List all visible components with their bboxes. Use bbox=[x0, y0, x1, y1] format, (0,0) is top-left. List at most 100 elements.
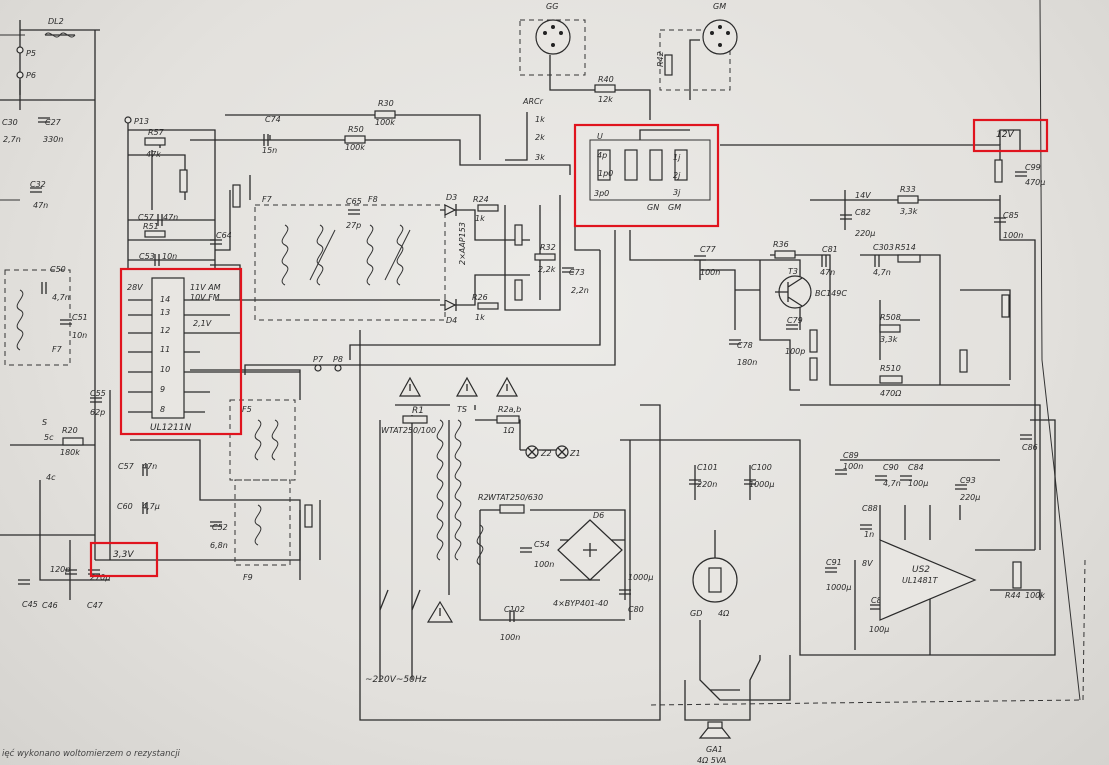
bridge-label: 4×BYP401-40 bbox=[553, 599, 608, 608]
c60-label: C60 bbox=[117, 502, 133, 511]
c81-label: C81 bbox=[822, 245, 838, 254]
connector-gg-label: GG bbox=[546, 2, 558, 11]
c45-label: C45 bbox=[22, 600, 38, 609]
c50-value: 4,7n bbox=[52, 293, 70, 302]
switch-4c-label: 4c bbox=[46, 473, 56, 482]
r42-label: R42 bbox=[656, 51, 665, 67]
r40-value: 12k bbox=[598, 95, 613, 104]
gm-pin-2: 2j bbox=[673, 171, 681, 180]
r2-value: WTAT250/630 bbox=[488, 493, 543, 502]
resistors: R40 12k R42 R30 100k R50 100k R57 47k R5… bbox=[60, 51, 1045, 600]
c73-label: C73 bbox=[569, 268, 585, 277]
highlight-ic-us1 bbox=[119, 267, 243, 436]
ic-note-am: 11V AM bbox=[190, 283, 221, 292]
arc-pin-1: 1k bbox=[535, 115, 545, 124]
c84-value: 100μ bbox=[908, 479, 928, 488]
power-supply: TS D6 4×BYP401-40 ~220V~50Hz Z2 Z1 bbox=[365, 405, 623, 685]
c51-label: C51 bbox=[72, 313, 88, 322]
voltage-33v-label: 3,3V bbox=[113, 550, 134, 560]
c54-value: 100n bbox=[534, 560, 554, 569]
highlight-33v bbox=[89, 541, 159, 578]
r57-label: R57 bbox=[148, 128, 165, 137]
c93-label: C93 bbox=[960, 476, 976, 485]
r30-value: 100k bbox=[375, 118, 395, 127]
c84-label: C84 bbox=[908, 463, 924, 472]
r1-label: R1 bbox=[412, 406, 424, 416]
ic-note-fm: 10V FM bbox=[190, 293, 220, 302]
jack-label-4p: 4p bbox=[597, 151, 607, 160]
ic-pin-12: 12 bbox=[160, 326, 170, 335]
p8-label: P8 bbox=[333, 355, 343, 364]
c79-value: 100p bbox=[785, 347, 805, 356]
r57-value: 47k bbox=[146, 150, 161, 159]
c46-label: C46 bbox=[42, 601, 58, 610]
ic-pin-8: 8 bbox=[160, 405, 165, 414]
z2-label: Z2 bbox=[540, 449, 552, 458]
c81-value: 47n bbox=[820, 268, 835, 277]
c74-label: C74 bbox=[265, 115, 281, 124]
speaker-impedance: 4Ω bbox=[718, 609, 730, 618]
connector-gm-label: GM bbox=[713, 2, 726, 11]
warning-triangles bbox=[398, 376, 519, 623]
c101-value: 220n bbox=[697, 480, 717, 489]
ic-pin-9: 9 bbox=[160, 385, 165, 394]
c51-value: 10n bbox=[72, 331, 87, 340]
switch-5c-label: 5c bbox=[44, 433, 54, 442]
r33-label: R33 bbox=[900, 185, 916, 194]
arc-pin-3: 3k bbox=[535, 153, 545, 162]
arc-label: ARCr bbox=[522, 97, 544, 106]
r51-label: R51 bbox=[143, 222, 159, 231]
r24-label: R24 bbox=[473, 195, 489, 204]
ic-us2: US2 UL1481T 8V 14V bbox=[855, 191, 977, 621]
r2ab-label: R2a,b bbox=[498, 405, 521, 414]
jack-label-u: U bbox=[597, 132, 603, 141]
transistor-t3: T3 BC149C bbox=[775, 267, 847, 309]
c91-label: C91 bbox=[826, 558, 842, 567]
v14-label: 14V bbox=[855, 191, 871, 200]
c57-value: 47n bbox=[163, 213, 178, 222]
r33-value: 3,3k bbox=[900, 207, 918, 216]
ic-pin-11: 11 bbox=[160, 345, 170, 354]
f8-label: F8 bbox=[368, 195, 378, 204]
ic-pin-14: 14 bbox=[160, 295, 170, 304]
t3-label: T3 bbox=[788, 267, 798, 276]
r20-label: R20 bbox=[62, 426, 78, 435]
p5-label: P5 bbox=[26, 49, 36, 58]
r36-label: R36 bbox=[773, 240, 789, 249]
f5-label: F5 bbox=[242, 405, 252, 414]
c102-value: 100n bbox=[500, 633, 520, 642]
p6-label: P6 bbox=[26, 71, 36, 80]
ic-pin-left-0: 28V bbox=[127, 283, 143, 292]
c86-label: C86 bbox=[1022, 443, 1038, 452]
c88-label: C88 bbox=[862, 504, 878, 513]
jack-label-3p0: 3p0 bbox=[594, 189, 609, 198]
c52-label: C52 bbox=[212, 523, 228, 532]
gm-pin-3: 3j bbox=[673, 188, 681, 197]
c73-value: 2,2n bbox=[571, 286, 589, 295]
c303-label: C303 bbox=[873, 243, 894, 252]
c47-label: C47 bbox=[87, 601, 104, 610]
c80-value: 1000μ bbox=[628, 573, 653, 582]
c100-label: C100 bbox=[751, 463, 772, 472]
c55-value: 62p bbox=[90, 408, 105, 417]
c90-label: C90 bbox=[883, 463, 899, 472]
r1-value: WTAT250/100 bbox=[381, 426, 436, 435]
c57-label: C57 bbox=[138, 213, 155, 222]
c303-value: 4,7n bbox=[873, 268, 891, 277]
t3-type: BC149C bbox=[815, 289, 847, 298]
c89-value: 100n bbox=[843, 462, 863, 471]
ic-us1: UL1211N 28V 11V AM 10V FM 2,1V 14 13 12 … bbox=[127, 277, 300, 433]
ic-pin-10: 10 bbox=[160, 365, 170, 374]
c87-label: C87 bbox=[871, 596, 888, 605]
c53-label: C53 bbox=[139, 252, 155, 261]
r44-label: R44 bbox=[1005, 591, 1021, 600]
ts-label: TS bbox=[457, 405, 467, 414]
r32-label: R32 bbox=[540, 243, 556, 252]
wiring bbox=[0, 20, 1056, 721]
c53-value: 10n bbox=[162, 252, 177, 261]
r510-label: R510 bbox=[880, 364, 901, 373]
connector-gm: GM bbox=[702, 2, 738, 55]
us1-label: UL1211N bbox=[150, 423, 192, 433]
c93-value: 220μ bbox=[960, 493, 980, 502]
